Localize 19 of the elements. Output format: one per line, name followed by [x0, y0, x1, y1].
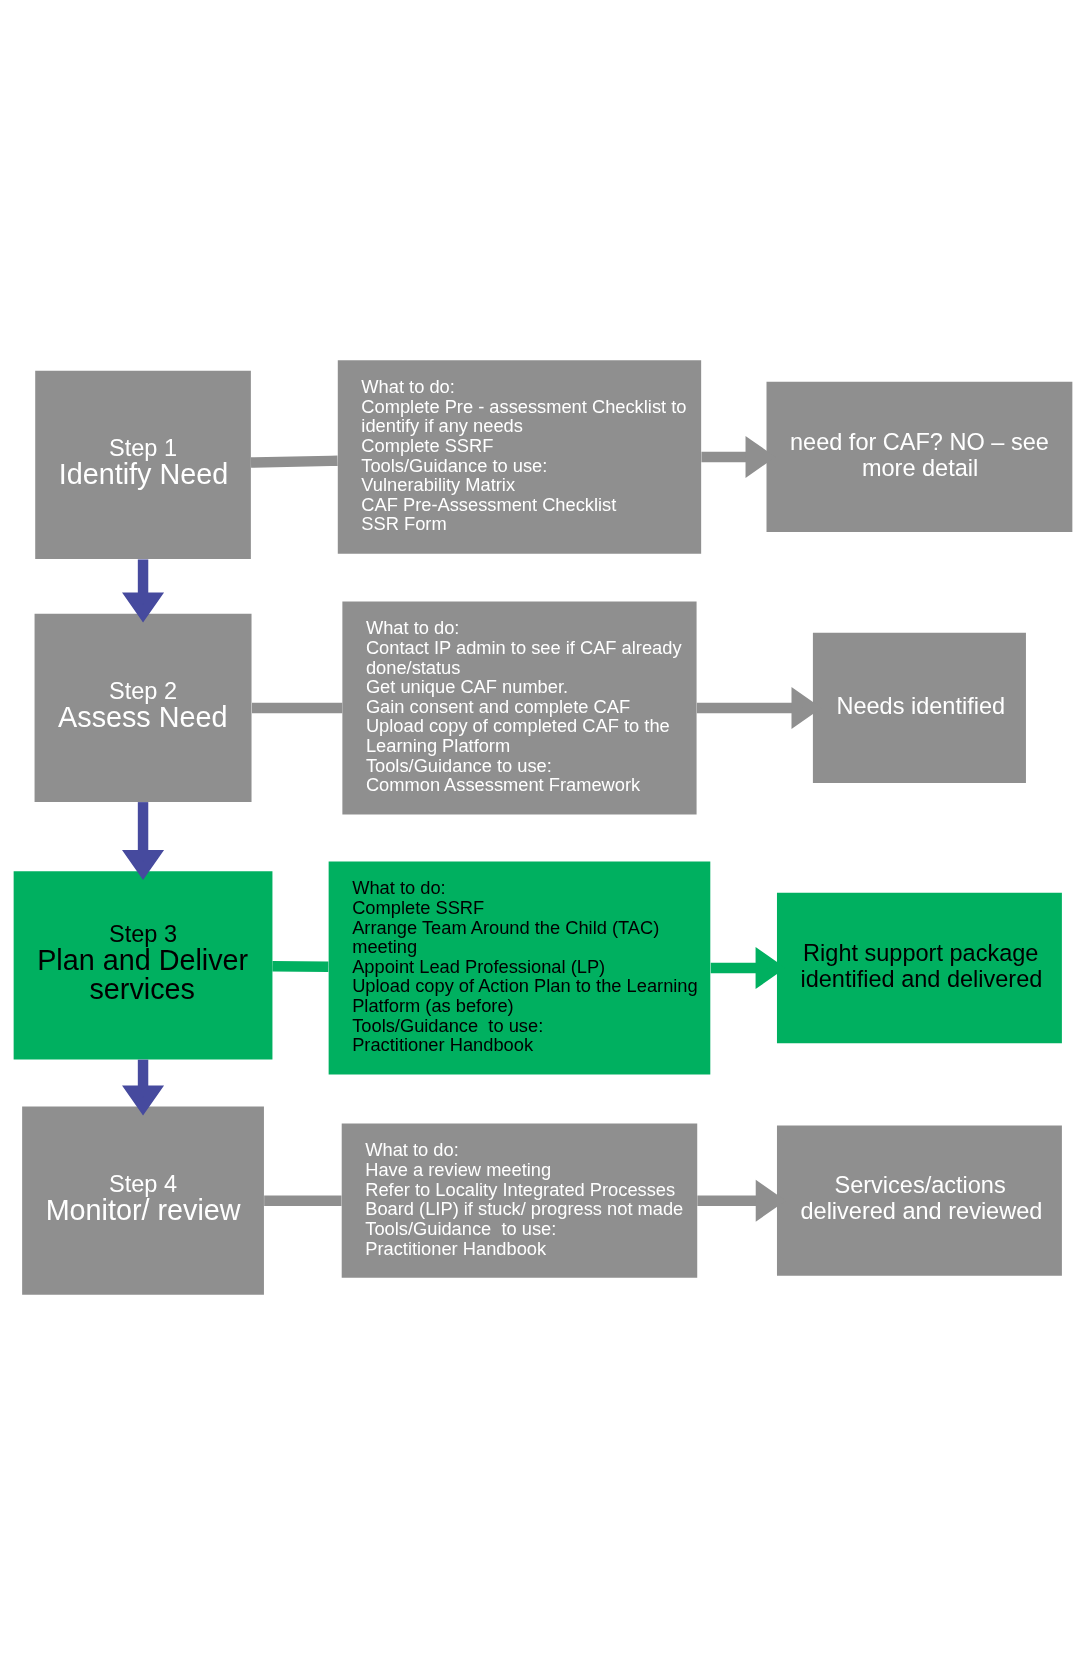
node-box: Step 3 Plan and Deliver services: [13, 870, 273, 1059]
node-box: Step 4 Monitor/ review: [22, 1106, 264, 1295]
connector: [272, 960, 329, 972]
node-box: Step 1 Identify Need: [35, 370, 251, 559]
connector: [264, 1194, 342, 1206]
connector: [250, 455, 338, 468]
node-box: need for CAF? NO – see more detail: [766, 381, 1073, 532]
node-box: What to do: Complete Pre - assessment Checklist to identify if any needs Complete SSRF Tools/Guidance to use: Vulnerability Matrix CAF Pre-Assessment Checklist SSR Form: [337, 359, 702, 554]
arrow: [122, 1059, 165, 1116]
node-box: Needs identified: [812, 632, 1026, 783]
node-box: Right support package identified and delivered: [776, 892, 1062, 1043]
node-box: What to do: Have a review meeting Refer to Locality Integrated Processes Board (LIP) if stuck/ progress not made Tools/Guidance to use: Practitioner Handbook: [341, 1123, 698, 1278]
node-box: Step 2 Assess Need: [34, 613, 252, 802]
node-box: Services/actions delivered and reviewed: [776, 1125, 1062, 1276]
node-box: What to do: Complete SSRF Arrange Team Around the Child (TAC) meeting Appoint Lead Professional (LP) Upload copy of Action Plan to the Learning Platform (as before) Tools/Guidance to use: Practitioner Handbook: [328, 861, 711, 1075]
connector: [251, 702, 343, 713]
arrow: [122, 558, 165, 623]
arrow: [122, 801, 165, 880]
node-box: What to do: Contact IP admin to see if CAF already done/status Get unique CAF number. Gain consent and complete CAF Upload copy of completed CAF to the Learning Platform Tools/Guidance to use: Common Assessment Framework: [342, 600, 697, 814]
